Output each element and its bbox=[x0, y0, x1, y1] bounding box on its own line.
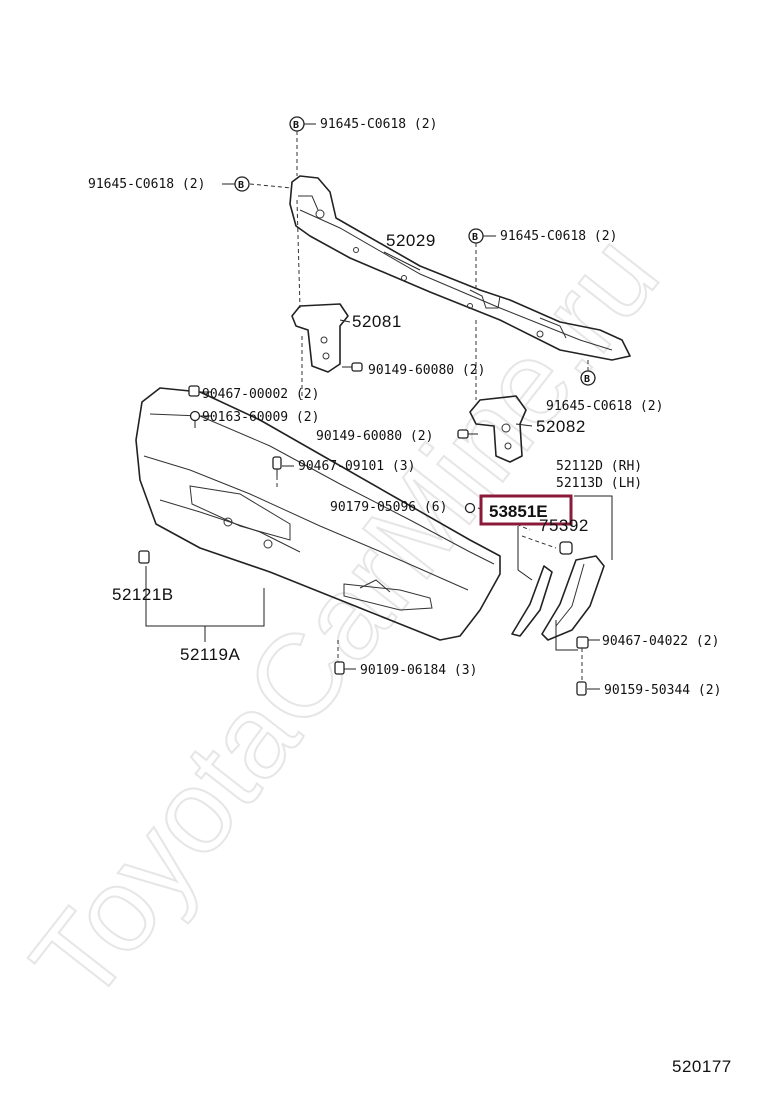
svg-text:B: B bbox=[472, 232, 478, 243]
label-90163: 90163-60009 (2) bbox=[202, 410, 319, 425]
label-52029: 52029 bbox=[386, 231, 436, 250]
label-52081: 52081 bbox=[352, 312, 402, 331]
bolt-90149-b-icon[interactable] bbox=[457, 429, 478, 439]
label-90179: 90179-05096 (6) bbox=[330, 500, 447, 515]
label-91645-mid: 91645-C0618 (2) bbox=[500, 229, 617, 244]
clip-90467-04022-icon[interactable] bbox=[576, 636, 589, 649]
screw-90109-icon[interactable] bbox=[334, 661, 345, 675]
bumper-bracket-52082[interactable] bbox=[469, 395, 527, 463]
label-91645-left: 91645-C0618 (2) bbox=[88, 177, 205, 192]
leader-lines bbox=[145, 123, 613, 690]
label-91645-top: 91645-C0618 (2) bbox=[320, 117, 437, 132]
bumper-bracket-52081[interactable] bbox=[291, 303, 349, 373]
label-90467-00002: 90467-00002 (2) bbox=[202, 387, 319, 402]
clip-90467-00002-icon[interactable] bbox=[188, 385, 200, 397]
label-52119A: 52119A bbox=[180, 645, 241, 664]
svg-text:B: B bbox=[584, 374, 590, 385]
bolt-90149-a-icon[interactable] bbox=[342, 362, 363, 372]
svg-text:B: B bbox=[238, 180, 244, 191]
label-90149-b: 90149-60080 (2) bbox=[316, 429, 433, 444]
label-75392: 75392 bbox=[539, 516, 589, 535]
label-91645-right: 91645-C0618 (2) bbox=[546, 399, 663, 414]
diagram-number: 520177 bbox=[672, 1057, 732, 1076]
bumper-reinforcement-52029[interactable] bbox=[289, 175, 631, 361]
bolt-marker-b-right[interactable]: B bbox=[580, 370, 596, 386]
label-90467-09101: 90467-09101 (3) bbox=[298, 459, 415, 474]
side-extension-52112D[interactable] bbox=[541, 555, 605, 641]
label-52113D: 52113D (LH) bbox=[556, 476, 642, 491]
label-53851E[interactable]: 53851E bbox=[489, 502, 548, 521]
clip-52121B-icon[interactable] bbox=[138, 550, 150, 564]
clip-75392-icon[interactable] bbox=[559, 541, 573, 555]
screw-90163-icon[interactable] bbox=[189, 410, 201, 429]
bolt-marker-b-left[interactable]: B bbox=[234, 176, 250, 192]
label-52082: 52082 bbox=[536, 417, 586, 436]
screw-90159-icon[interactable] bbox=[576, 681, 587, 696]
clip-90467-09101-icon[interactable] bbox=[272, 456, 282, 476]
label-90467-04022: 90467-04022 (2) bbox=[602, 634, 719, 649]
bumper-extension-53851E[interactable] bbox=[511, 565, 553, 637]
label-90109: 90109-06184 (3) bbox=[360, 663, 477, 678]
highlight-box-53851E[interactable] bbox=[479, 494, 573, 526]
bolt-marker-b-mid[interactable]: B bbox=[468, 228, 484, 244]
label-90159: 90159-50344 (2) bbox=[604, 683, 721, 698]
watermark-text: ToyotaCarMine.ru bbox=[6, 211, 683, 1026]
svg-text:B: B bbox=[293, 120, 299, 131]
bolt-marker-b-top[interactable]: B bbox=[289, 116, 305, 132]
alignment-lines bbox=[249, 131, 589, 682]
label-52112D: 52112D (RH) bbox=[556, 459, 642, 474]
label-90149-a: 90149-60080 (2) bbox=[368, 363, 485, 378]
label-52121B: 52121B bbox=[112, 585, 174, 604]
nut-90179-icon[interactable] bbox=[464, 502, 476, 514]
